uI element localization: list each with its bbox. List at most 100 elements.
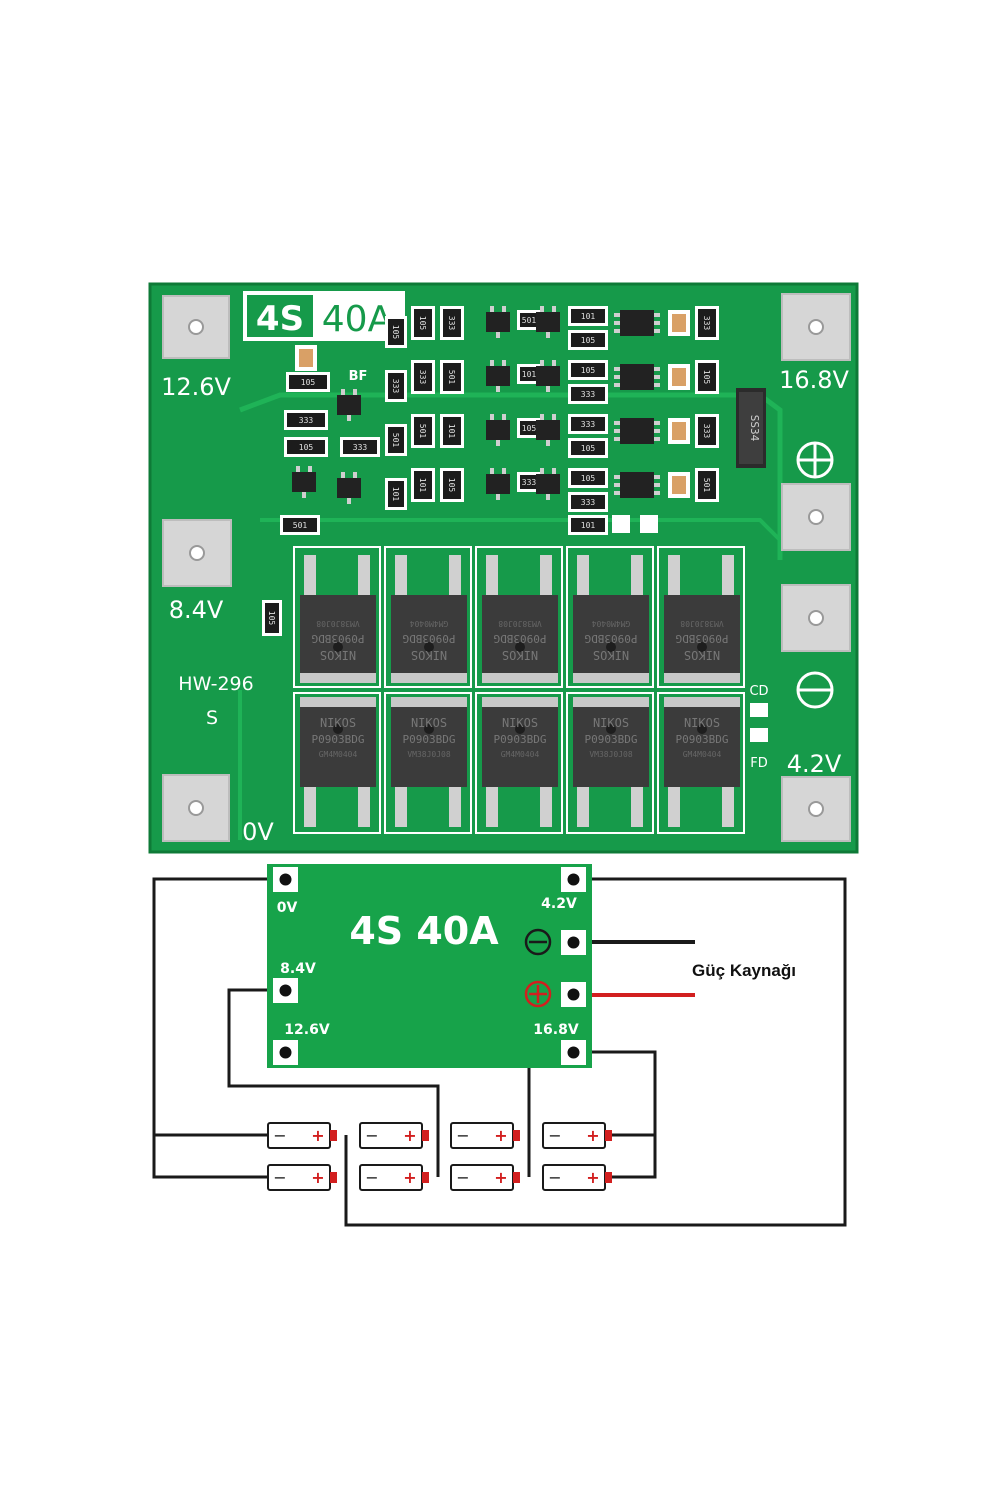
diagram-label-4-2v: 4.2V — [541, 896, 577, 912]
cell-positive-mark: + — [586, 1126, 599, 1145]
smd-resistor: 101 — [568, 306, 608, 326]
smd-transistor — [536, 306, 560, 338]
mosfet-lot: VM38J0J08 — [589, 750, 633, 759]
smd-code: 105 — [581, 336, 596, 345]
wire-4-2v — [344, 877, 847, 1227]
smd-resistor: 333 — [440, 306, 464, 340]
pad-minus — [781, 584, 851, 652]
diagram-pin-12-6v — [273, 1040, 298, 1065]
smd-code: 105 — [702, 370, 711, 385]
pad-label-4-2v: 4.2V — [787, 750, 842, 778]
battery-cell: −+ — [267, 1122, 337, 1149]
smd-code: 333 — [702, 424, 711, 439]
mosfet-lot: VM38J0J08 — [407, 750, 451, 759]
smd-resistor: 333 — [568, 414, 608, 434]
smd-code: 101 — [522, 370, 537, 379]
smd-resistor: 101 — [568, 515, 608, 535]
smd-resistor: 501 — [517, 310, 541, 330]
pcb-board: 4S 40A 12.6V 8.4V 0V 16.8V — [148, 282, 859, 854]
smd-resistor: 333 — [340, 437, 380, 457]
smd-ic — [614, 472, 660, 498]
smd-resistor: 333 — [411, 360, 435, 394]
smd-resistor: 105 — [385, 316, 407, 348]
smd-component-area: 105 333 501 101 105 333 105 333 501 101 105 333 105 3… — [262, 306, 719, 636]
smd-code: 333 — [702, 316, 711, 331]
battery-cell: −+ — [450, 1164, 520, 1191]
wire-12-6v — [285, 1050, 531, 1177]
title-4s: 4S — [256, 299, 304, 339]
pad-label-12-6v: 12.6V — [161, 373, 231, 401]
smd-code: 105 — [581, 444, 596, 453]
battery-cell: −+ — [542, 1164, 612, 1191]
mosfet-part: P0903BDG — [585, 733, 638, 746]
pcb-trace — [260, 518, 782, 542]
smd-resistor: 501 — [280, 515, 320, 535]
cell-negative-mark: − — [548, 1126, 561, 1145]
cell-positive-mark: + — [494, 1126, 507, 1145]
smd-code: 501 — [522, 316, 537, 325]
mosfet-part: P0903BDG — [403, 632, 456, 645]
battery-cell: −+ — [450, 1122, 520, 1149]
pad-label-8-4v: 8.4V — [169, 596, 224, 624]
pad-0v — [162, 774, 230, 842]
smd-resistor: 333 — [284, 410, 328, 430]
smd-resistor: 105 — [568, 438, 608, 458]
cell-negative-mark: − — [365, 1126, 378, 1145]
fd-mark: FD — [750, 756, 768, 771]
smd-resistor: 105 — [568, 330, 608, 350]
battery-cell: −+ — [267, 1164, 337, 1191]
mosfet-lot: GM4M0404 — [592, 619, 631, 628]
smd-code: 105 — [391, 325, 400, 340]
smd-resistor: 105 — [695, 360, 719, 394]
smd-resistor: 105 — [568, 360, 608, 380]
mosfet-part: P0903BDG — [494, 733, 547, 746]
smd-code: 101 — [447, 424, 456, 439]
smd-transistor — [486, 360, 510, 392]
smd-resistor: 105 — [568, 468, 608, 488]
mosfet-part: P0903BDG — [403, 733, 456, 746]
smd-resistor: 105 — [286, 372, 330, 392]
diagram-label-12-6v: 12.6V — [284, 1022, 330, 1038]
pad-label-16-8v: 16.8V — [779, 366, 849, 394]
battery-cell: −+ — [359, 1122, 429, 1149]
smd-code: 501 — [447, 370, 456, 385]
smd-resistor: 105 — [411, 306, 435, 340]
smd-resistor: 105 — [284, 437, 328, 457]
smd-ic — [614, 418, 660, 444]
mosfet-part: P0903BDG — [312, 733, 365, 746]
smd-ic — [614, 364, 660, 390]
smd-resistor: 501 — [695, 468, 719, 502]
smd-transistor — [536, 360, 560, 392]
mosfet-brand: NIKOS — [684, 716, 720, 730]
mosfet-part: P0903BDG — [312, 632, 365, 645]
title-4s-bg — [247, 295, 313, 337]
smd-resistor: 501 — [385, 424, 407, 456]
smd-resistor: 105 — [262, 600, 282, 636]
smd-code: 105 — [299, 443, 314, 452]
smd-code: 101 — [418, 478, 427, 493]
battery-cells: −+−+−+−+−+−+−+−+ — [267, 1122, 612, 1191]
smd-capacitor — [668, 418, 690, 444]
test-pad — [640, 515, 658, 533]
diagram-plus-icon — [524, 980, 552, 1008]
mosfet-lot: GM4M0404 — [410, 619, 449, 628]
smd-code: 105 — [581, 366, 596, 375]
mosfet-brand: NIKOS — [593, 716, 629, 730]
smd-code: 105 — [447, 478, 456, 493]
mosfet-brand: NIKOS — [684, 648, 720, 662]
cd-pad — [750, 703, 768, 717]
diagram-label-8-4v: 8.4V — [280, 961, 316, 977]
wiring-diagram: Güç Kaynağı 4S 40A 0V 4.2V 8.4V 12.6V 16… — [152, 864, 847, 1227]
smd-code: 333 — [447, 316, 456, 331]
pcb-edge — [148, 282, 859, 854]
cell-positive-mark: + — [311, 1126, 324, 1145]
title-40a: 40A — [322, 299, 393, 340]
smd-code: 501 — [391, 433, 400, 448]
cell-negative-mark: − — [548, 1168, 561, 1187]
